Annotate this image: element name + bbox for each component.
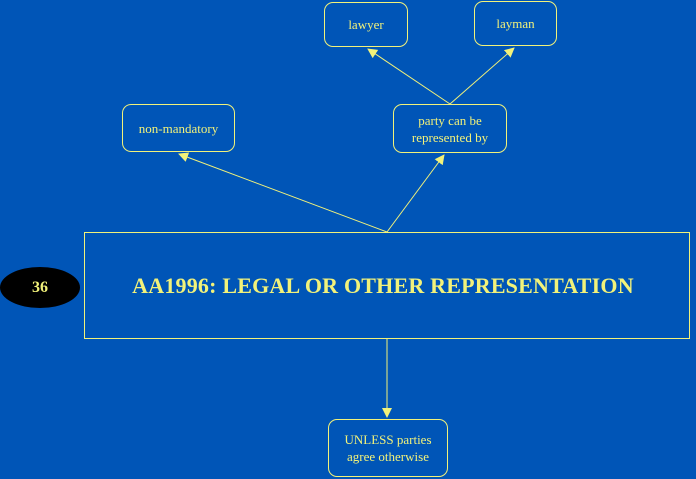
node-party-represented-label: party can be represented by (411, 112, 489, 145)
arrow-to-party-represented (386, 154, 445, 233)
node-non-mandatory-label: non-mandatory (138, 120, 219, 136)
slide-number: 36 (32, 278, 48, 296)
node-layman: layman (474, 1, 557, 46)
node-unless: UNLESS parties agree otherwise (328, 419, 448, 477)
slide-number-badge: 36 (0, 267, 80, 308)
main-topic-title: AA1996: LEGAL OR OTHER REPRESENTATION (132, 272, 634, 298)
node-layman-label: layman (496, 16, 535, 31)
node-party-represented: party can be represented by (393, 104, 507, 153)
arrow-to-layman (449, 47, 515, 105)
node-non-mandatory: non-mandatory (122, 104, 235, 152)
main-topic-box: AA1996: LEGAL OR OTHER REPRESENTATION (84, 232, 690, 339)
arrow-to-lawyer (367, 48, 451, 105)
arrow-to-non-mandatory (178, 152, 388, 233)
node-lawyer-label: lawyer (348, 17, 384, 32)
node-lawyer: lawyer (324, 2, 408, 47)
node-unless-label: UNLESS parties agree otherwise (344, 432, 432, 464)
